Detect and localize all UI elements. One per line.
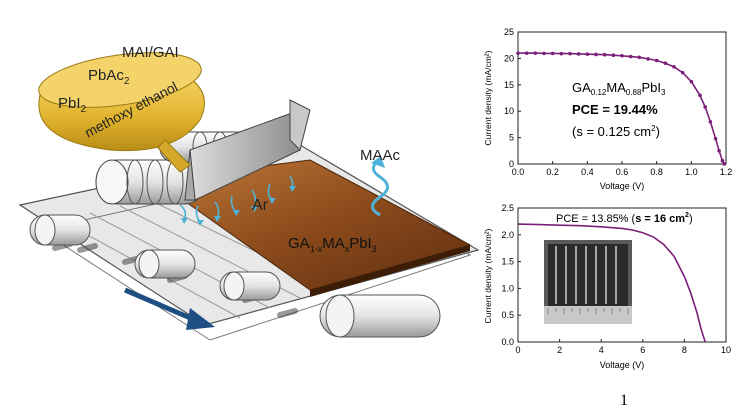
film-label: GA1-xMAxPbI3 <box>288 235 377 254</box>
data-point <box>568 51 572 56</box>
y-tick-label: 5 <box>509 133 514 143</box>
ink-label-mai-gai: MAI/GAI <box>122 44 179 61</box>
x-tick-label: 0.4 <box>581 167 594 177</box>
y-tick-label: 2.0 <box>501 230 514 240</box>
data-point <box>524 51 529 55</box>
data-point <box>646 57 650 61</box>
page-number: 1 <box>620 392 628 409</box>
data-point <box>689 79 694 84</box>
data-point <box>722 162 727 166</box>
y-tick-label: 10 <box>504 106 514 116</box>
annotation-area: (s = 0.125 cm2) <box>572 124 660 139</box>
x-tick-label: 8 <box>682 345 687 355</box>
x-tick-label: 0.6 <box>616 167 629 177</box>
x-tick-label: 1.2 <box>720 167 733 177</box>
x-axis-label: Voltage (V) <box>600 181 645 191</box>
gas-label: Ar <box>252 197 269 214</box>
precursor-ink-bath <box>38 52 205 173</box>
y-axis-label: Current density (mA/cm²) <box>483 228 493 323</box>
x-tick-label: 6 <box>640 345 645 355</box>
roller <box>134 249 196 279</box>
data-point <box>516 51 520 55</box>
byproduct-vapor-arrow <box>371 159 389 217</box>
series-line <box>518 52 725 165</box>
data-point <box>672 65 676 69</box>
data-point <box>680 70 685 75</box>
roller <box>29 214 91 246</box>
data-point <box>717 149 721 153</box>
data-point <box>628 54 633 59</box>
roller <box>219 271 281 301</box>
x-tick-label: 0.2 <box>546 167 559 177</box>
x-axis-label: Voltage (V) <box>600 360 645 370</box>
annotation-pce: PCE = 19.44% <box>572 102 658 117</box>
slot-die-coating-schematic: MAI/GAI PbAc2 PbI2 methoxy ethanol Ar MA… <box>18 44 480 341</box>
data-point <box>663 61 668 65</box>
data-point <box>708 119 713 124</box>
data-point <box>698 93 702 98</box>
belt-rollers <box>29 214 441 338</box>
jv-curve-chart-small-cell: 0.0 0.2 0.4 0.6 0.8 1.0 1.2 0 5 10 15 20 25 Voltage … <box>480 18 754 193</box>
data-point <box>637 55 642 60</box>
annotation-pce: PCE = 13.85% (s = 16 cm2) <box>556 212 693 225</box>
ink-label-pbi: PbI2 <box>58 95 87 115</box>
y-tick-label: 25 <box>504 27 514 37</box>
data-point <box>611 53 616 58</box>
data-point <box>713 136 718 141</box>
data-point <box>602 52 607 57</box>
y-tick-label: 0.5 <box>501 310 514 320</box>
data-point <box>620 53 624 58</box>
data-point <box>576 52 581 56</box>
y-tick-label: 15 <box>504 80 514 90</box>
x-tick-label: 4 <box>599 345 604 355</box>
data-point <box>720 159 725 163</box>
jv-curve-chart-module: 0 2 4 6 8 10 0.0 0.5 1.0 1.5 2.0 2.5 PCE = 13.85% (… <box>480 200 754 378</box>
x-tick-label: 0 <box>515 345 520 355</box>
x-tick-label: 1.0 <box>685 167 698 177</box>
data-point <box>559 51 564 56</box>
roller <box>319 294 441 338</box>
y-tick-label: 2.5 <box>501 203 514 213</box>
x-tick-label: 10 <box>721 345 731 355</box>
annotation-formula: GA0.12MA0.88PbI3 <box>572 80 666 97</box>
byproduct-label: MAAc <box>360 147 401 164</box>
data-point <box>542 51 546 56</box>
motion-direction-arrow <box>124 287 215 330</box>
y-axis-label: Current density (mA/cm²) <box>483 50 493 145</box>
y-tick-label: 1.0 <box>501 283 514 293</box>
y-tick-label: 0 <box>509 159 514 169</box>
data-point <box>654 58 659 63</box>
series-line <box>517 223 706 343</box>
y-tick-label: 20 <box>504 53 514 63</box>
data-point <box>703 105 707 109</box>
x-tick-label: 0.8 <box>650 167 663 177</box>
data-point <box>533 51 538 55</box>
data-point <box>594 52 598 57</box>
y-tick-label: 0.0 <box>501 337 514 347</box>
data-point <box>550 51 555 56</box>
plot-frame <box>517 31 727 165</box>
x-tick-label: 2 <box>557 345 562 355</box>
data-point <box>585 52 590 56</box>
air-knife <box>184 99 311 201</box>
y-tick-label: 1.5 <box>501 257 514 267</box>
ink-label-pbac: PbAc2 <box>88 67 130 87</box>
x-tick-label: 0.0 <box>512 167 525 177</box>
module-photo <box>544 240 632 324</box>
